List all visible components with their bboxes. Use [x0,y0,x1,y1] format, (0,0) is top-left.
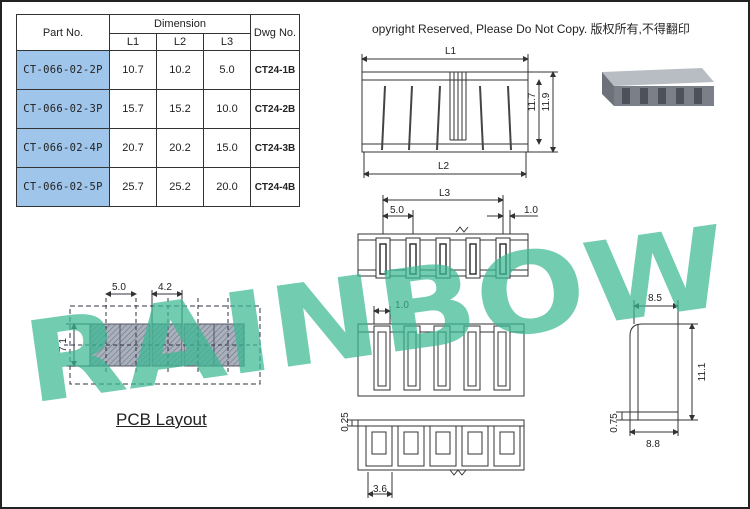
spec-table: Part No. Dimension Dwg No. L1 L2 L3 CT-0… [16,14,300,207]
side-view [616,300,698,436]
top-view [357,195,538,279]
cell-dwg: CT24-4B [250,167,300,207]
pcb-layout [64,290,261,385]
cell-dwg: CT24-1B [250,50,300,90]
dim-side-base: 8.8 [646,439,660,450]
dim-l1: L1 [445,46,457,57]
copyright-notice: opyright Reserved, Please Do Not Copy. 版… [372,22,690,36]
part-number: CT-066-02-2P [16,50,110,90]
front-view [361,54,558,178]
dim-height-11-7: 11.7 [527,92,538,111]
dim-pcb-height: 7.1 [58,338,69,352]
connector-3d-preview [602,68,714,106]
bottom-view [347,419,525,498]
dim-l3: L3 [439,188,451,199]
dim-bottom-lip: 0.25 [340,412,351,432]
dim-height-11-9: 11.9 [541,92,552,111]
cell-dwg: CT24-2B [250,89,300,129]
table-row: CT-066-02-3P 15.7 15.2 10.0 CT24-2B [16,89,300,129]
dim-side-width: 8.5 [648,293,662,304]
dim-pcb-pad: 4.2 [158,282,172,293]
cell-l2: 15.2 [156,89,204,129]
cell-l1: 25.7 [109,167,157,207]
dim-side-height: 11.1 [697,362,708,381]
front-elevation [357,306,525,397]
cell-l2: 25.2 [156,167,204,207]
header-part-no: Part No. [16,14,110,51]
dim-side-lip: 0.75 [609,413,620,433]
dim-offset: 1.0 [524,205,538,216]
cell-dwg: CT24-3B [250,128,300,168]
header-dimension: Dimension [109,14,251,34]
cell-l1: 15.7 [109,89,157,129]
part-number: CT-066-02-4P [16,128,110,168]
cell-l2: 10.2 [156,50,204,90]
dim-pitch: 5.0 [390,205,404,216]
dim-l2: L2 [438,161,450,172]
part-number: CT-066-02-5P [16,167,110,207]
table-row: CT-066-02-2P 10.7 10.2 5.0 CT24-1B [16,50,300,90]
header-dwg-no: Dwg No. [250,14,300,51]
dim-pcb-pitch: 5.0 [112,282,126,293]
cell-l1: 10.7 [109,50,157,90]
table-row: CT-066-02-4P 20.7 20.2 15.0 CT24-3B [16,128,300,168]
table-row: CT-066-02-5P 25.7 25.2 20.0 CT24-4B [16,167,300,207]
dim-offset-2: 1.0 [395,300,409,311]
pcb-layout-label: PCB Layout [116,410,207,429]
dim-bottom-width: 3.6 [373,484,387,495]
cell-l1: 20.7 [109,128,157,168]
part-number: CT-066-02-3P [16,89,110,129]
